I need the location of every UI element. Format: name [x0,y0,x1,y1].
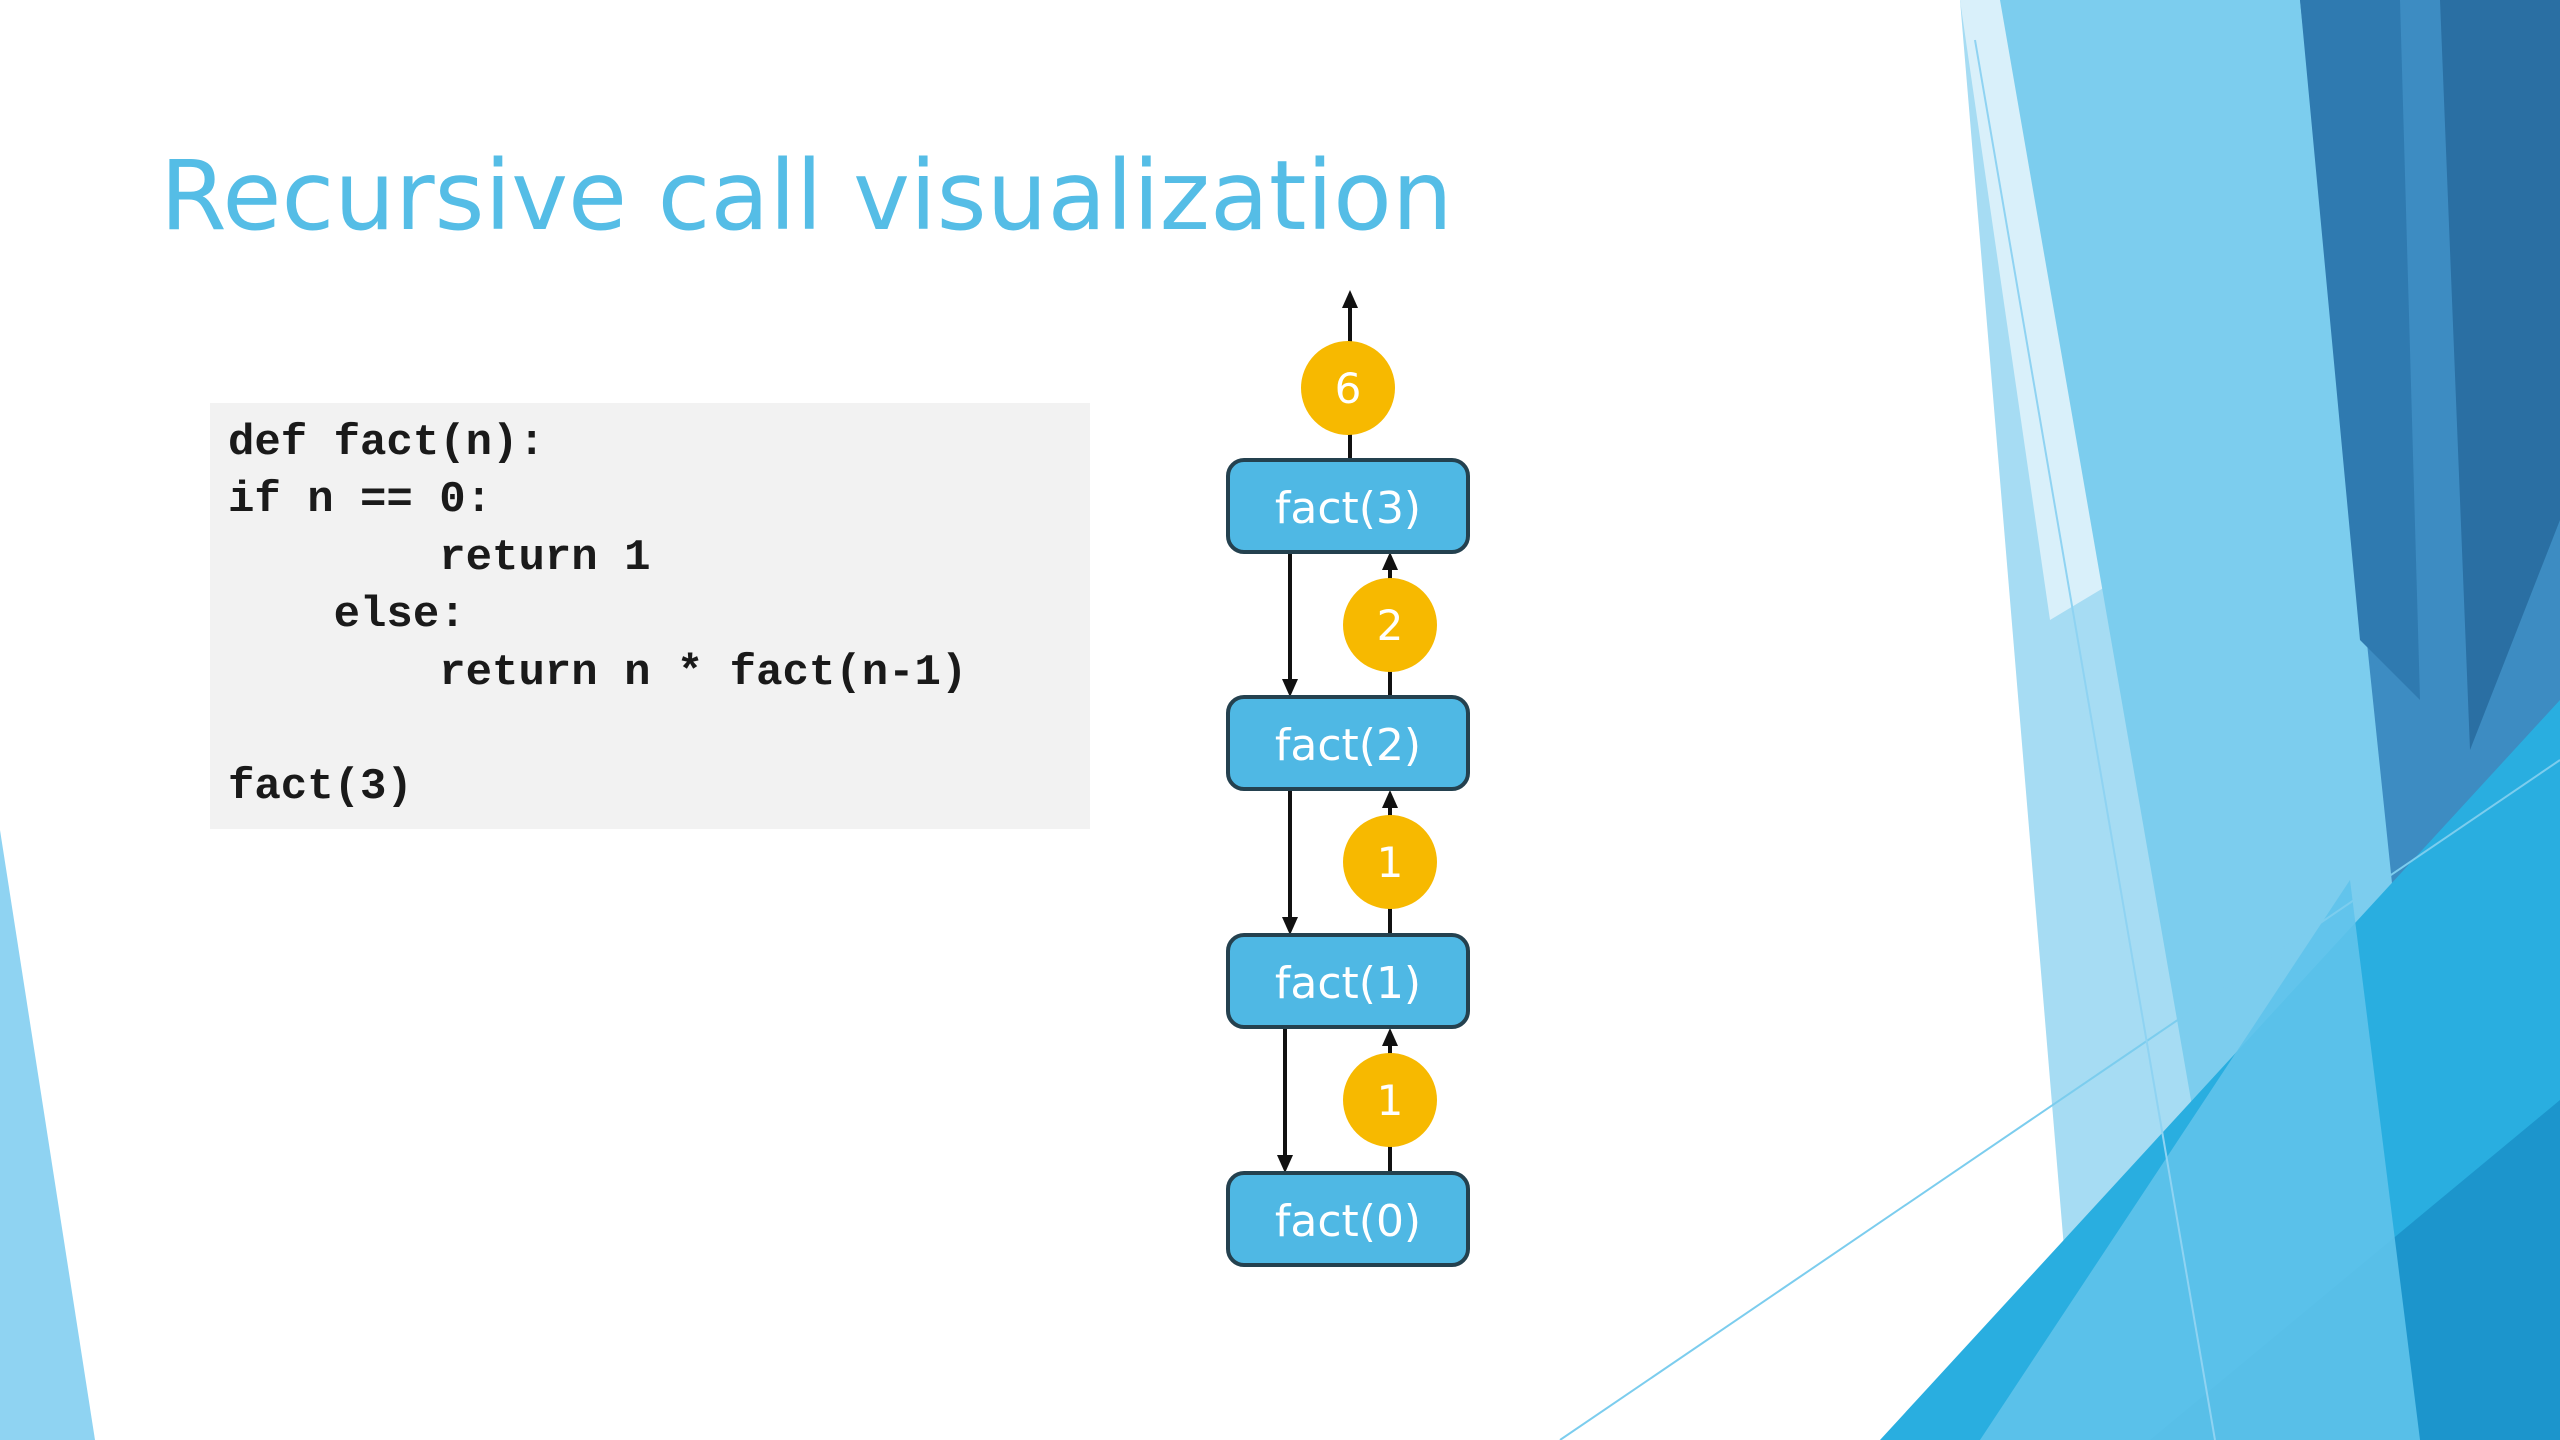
call-node: fact(0) [1226,1171,1470,1267]
code-line: else: [228,590,466,640]
code-line: return 1 [228,533,651,583]
arrow-head-icon [1382,552,1398,570]
code-line: fact(3) [228,762,413,812]
call-node-label: fact(3) [1275,483,1421,534]
return-value-label: 2 [1377,601,1404,650]
call-node: fact(2) [1226,695,1470,791]
code-line: def fact(n): [228,418,545,468]
code-block: def fact(n): if n == 0: return 1 else: r… [210,403,1090,829]
return-value-badge: 2 [1343,578,1437,672]
return-value-badge: 1 [1343,1053,1437,1147]
page-title: Recursive call visualization [160,140,1453,252]
call-node-label: fact(2) [1275,720,1421,771]
call-node: fact(3) [1226,458,1470,554]
return-value-label: 1 [1377,1076,1404,1125]
call-node-label: fact(1) [1275,958,1421,1009]
return-value-label: 1 [1377,838,1404,887]
return-value-label: 6 [1335,364,1362,413]
code-line: return n * fact(n-1) [228,648,968,698]
return-value-badge: 6 [1301,341,1395,435]
call-node-label: fact(0) [1275,1196,1421,1247]
arrow-head-icon [1382,1028,1398,1046]
return-value-badge: 1 [1343,815,1437,909]
arrow-head-icon [1282,679,1298,697]
arrow-head-icon [1382,790,1398,808]
arrow-head-icon [1342,290,1358,308]
call-node: fact(1) [1226,933,1470,1029]
arrow-head-icon [1277,1155,1293,1173]
arrow-head-icon [1282,917,1298,935]
code-line: if n == 0: [228,475,493,525]
